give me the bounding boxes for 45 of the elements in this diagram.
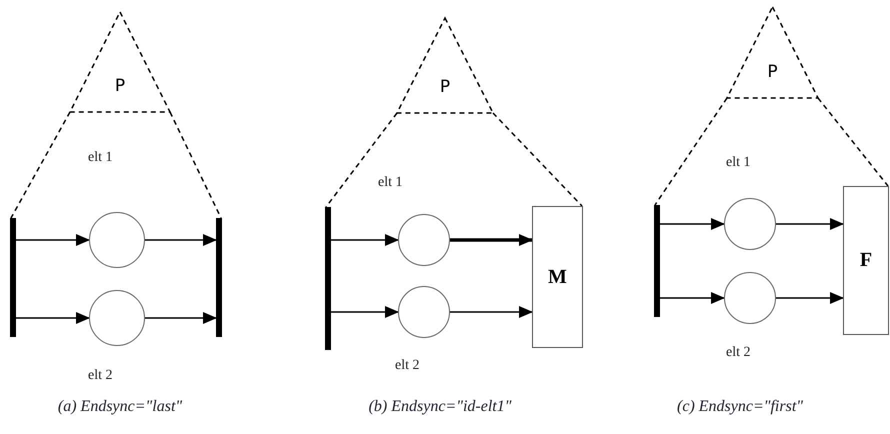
node-label: P bbox=[766, 62, 779, 82]
caption: (c) Endsync="first" bbox=[677, 398, 803, 416]
element-circle bbox=[724, 198, 776, 250]
sync-box bbox=[843, 186, 889, 335]
node-label: P bbox=[438, 77, 452, 97]
node-label: M bbox=[548, 266, 567, 288]
element-circle bbox=[724, 272, 776, 324]
sync-bar bbox=[325, 207, 331, 350]
arrow bbox=[776, 218, 844, 230]
arrow bbox=[450, 234, 533, 246]
arrow bbox=[145, 312, 217, 324]
element-label: elt 1 bbox=[726, 155, 750, 171]
arrow bbox=[776, 292, 844, 304]
sync-bar bbox=[216, 218, 222, 337]
arrow bbox=[660, 218, 725, 230]
caption: (b) Endsync="id-elt1" bbox=[368, 398, 512, 416]
element-circle bbox=[398, 214, 450, 266]
dashed-line bbox=[492, 112, 583, 207]
arrow bbox=[331, 234, 399, 246]
dashed-triangle bbox=[727, 7, 818, 98]
element-circle bbox=[398, 286, 450, 338]
dashed-line bbox=[817, 98, 889, 186]
dashed-line bbox=[10, 112, 71, 218]
dashed-line bbox=[325, 112, 398, 208]
sync-box bbox=[532, 206, 583, 348]
arrow bbox=[16, 312, 90, 324]
arrow bbox=[16, 234, 90, 246]
caption: (a) Endsync="last" bbox=[58, 398, 182, 416]
node-label: F bbox=[860, 249, 872, 272]
element-label: elt 2 bbox=[726, 345, 750, 361]
dashed-triangle bbox=[397, 18, 493, 113]
element-label: elt 1 bbox=[378, 175, 402, 191]
element-label: elt 1 bbox=[88, 150, 112, 166]
element-label: elt 2 bbox=[395, 358, 420, 374]
node-label: P bbox=[114, 76, 126, 96]
dashed-line bbox=[169, 112, 222, 218]
arrow bbox=[660, 292, 725, 304]
arrow bbox=[331, 306, 399, 318]
arrow bbox=[450, 306, 533, 318]
sync-bar bbox=[10, 218, 16, 337]
dashed-triangle bbox=[70, 12, 170, 112]
element-label: elt 2 bbox=[88, 368, 112, 384]
arrow bbox=[145, 234, 217, 246]
dashed-line bbox=[654, 98, 728, 206]
sync-bar bbox=[654, 205, 660, 317]
